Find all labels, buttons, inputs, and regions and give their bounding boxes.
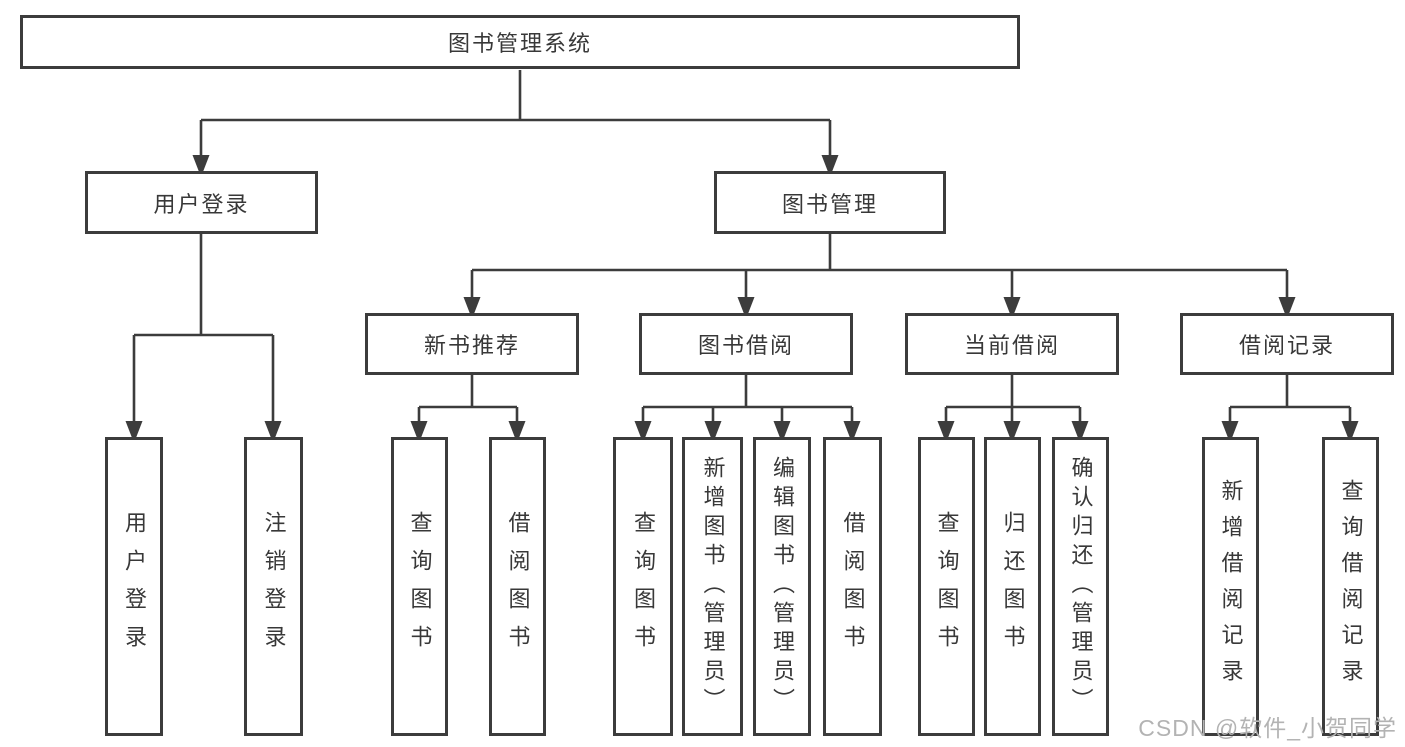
- node-current-borrowing-label: 当前借阅: [963, 333, 1060, 358]
- leaf-user-login: 用户登录: [105, 437, 163, 736]
- node-current-borrowing: 当前借阅: [905, 313, 1119, 375]
- node-book-management: 图书管理: [714, 171, 946, 234]
- node-root-system: 图书管理系统: [20, 15, 1020, 69]
- arrow-to-book-management: [821, 120, 839, 177]
- leaf-user-login-label: 用户登录: [122, 510, 147, 663]
- leaf-add-borrow-record: 新增借阅记录: [1202, 437, 1259, 736]
- node-new-book-recommend-label: 新书推荐: [423, 333, 520, 358]
- node-borrow-records-label: 借阅记录: [1238, 333, 1335, 358]
- node-new-book-recommend: 新书推荐: [365, 313, 579, 375]
- leaf-logout: 注销登录: [244, 437, 303, 736]
- arrow-to-new-book-recommend: [463, 270, 481, 319]
- node-book-borrowing-label: 图书借阅: [697, 333, 794, 358]
- leaf-query-books-b-label: 查询图书: [631, 510, 656, 663]
- node-borrow-records: 借阅记录: [1180, 313, 1394, 375]
- leaf-add-books: 新增图书（管理员）: [682, 437, 743, 736]
- node-book-borrowing: 图书借阅: [639, 313, 853, 375]
- arrow-to-user-login: [192, 120, 210, 177]
- leaf-query-borrow-record-label: 查询借阅记录: [1338, 478, 1364, 695]
- leaf-return-books-label: 归还图书: [1000, 510, 1026, 663]
- leaf-return-books: 归还图书: [984, 437, 1041, 736]
- leaf-confirm-return: 确认归还（管理员）: [1052, 437, 1109, 736]
- leaf-logout-label: 注销登录: [261, 510, 287, 663]
- arrow-to-leaf-logout: [264, 335, 282, 443]
- leaf-add-books-label: 新增图书（管理员）: [700, 456, 726, 717]
- arrow-to-current-borrowing: [1003, 270, 1021, 319]
- leaf-edit-books: 编辑图书（管理员）: [753, 437, 811, 736]
- node-root-system-label: 图书管理系统: [447, 31, 592, 56]
- leaf-query-books-a-label: 查询图书: [407, 510, 433, 663]
- leaf-query-books-a: 查询图书: [391, 437, 448, 736]
- leaf-query-borrow-record: 查询借阅记录: [1322, 437, 1379, 736]
- watermark: CSDN @软件_小贺同学: [1138, 715, 1397, 741]
- leaf-borrow-books-b: 借阅图书: [823, 437, 882, 736]
- leaf-query-books-c-label: 查询图书: [934, 510, 960, 663]
- leaf-edit-books-label: 编辑图书（管理员）: [770, 456, 795, 717]
- arrow-to-leaf-user-login: [125, 335, 143, 443]
- leaf-query-books-b: 查询图书: [613, 437, 673, 736]
- arrow-to-borrow-records: [1278, 270, 1296, 319]
- node-book-management-label: 图书管理: [781, 191, 878, 217]
- leaf-borrow-books-a-label: 借阅图书: [505, 510, 531, 663]
- leaf-borrow-books-a: 借阅图书: [489, 437, 546, 736]
- arrow-to-book-borrowing: [737, 270, 755, 319]
- leaf-add-borrow-record-label: 新增借阅记录: [1218, 478, 1244, 695]
- leaf-query-books-c: 查询图书: [918, 437, 975, 736]
- node-user-login-label: 用户登录: [153, 191, 250, 217]
- leaf-borrow-books-b-label: 借阅图书: [840, 510, 866, 663]
- node-user-login: 用户登录: [85, 171, 318, 234]
- leaf-confirm-return-label: 确认归还（管理员）: [1068, 456, 1094, 717]
